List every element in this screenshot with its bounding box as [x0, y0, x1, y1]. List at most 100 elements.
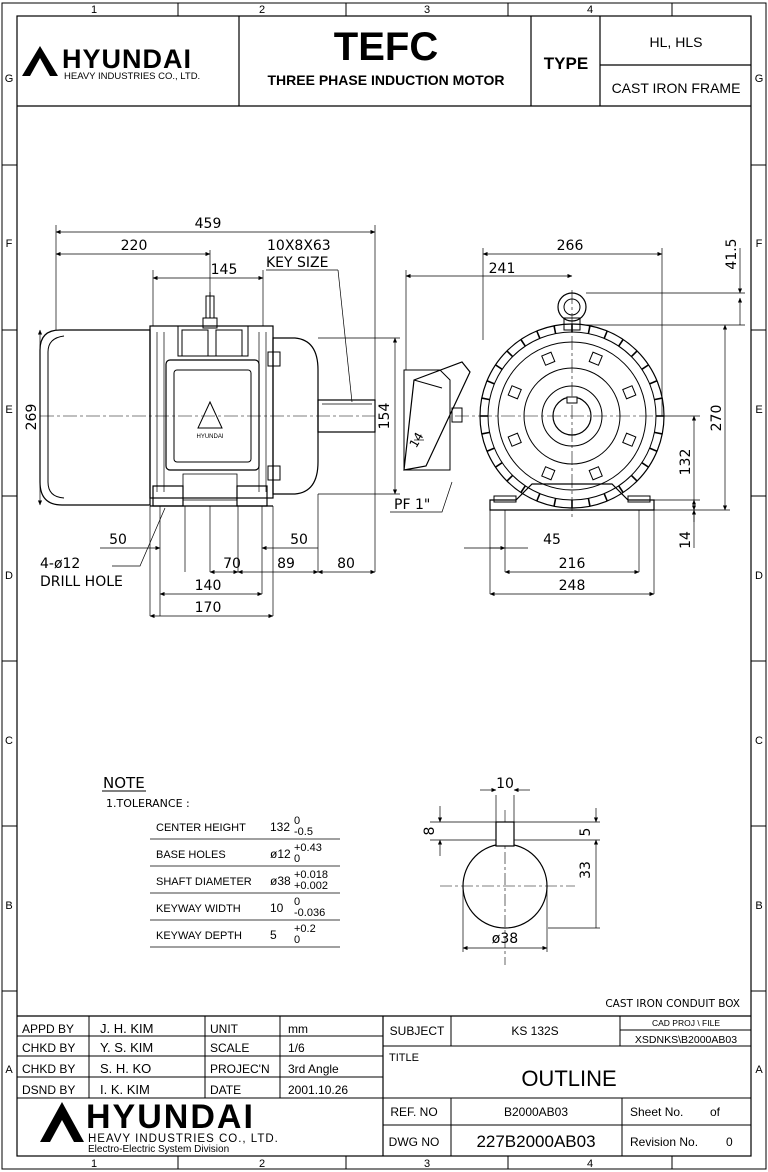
cooling-fin: [630, 474, 638, 482]
tolerance-upper: +0.018: [294, 869, 328, 881]
tolerance-upper: 0: [294, 815, 300, 827]
dim-overall-length: 459: [195, 216, 222, 232]
cooling-fin: [587, 325, 591, 334]
cooling-fin: [630, 350, 638, 358]
cooling-fin: [603, 330, 608, 339]
property-value: 1/6: [288, 1041, 305, 1055]
dim-170: 170: [195, 600, 222, 616]
row-label: D: [5, 570, 13, 582]
signoff-name: S. H. KO: [100, 1061, 151, 1076]
drawing-title: OUTLINE: [521, 1066, 616, 1091]
row-label: E: [755, 404, 762, 416]
tolerance-label: KEYWAY WIDTH: [156, 903, 241, 915]
cooling-fin: [654, 397, 663, 401]
cooling-fin: [486, 447, 495, 452]
shaft-detail-dimensions: [430, 787, 600, 952]
row-label: E: [5, 404, 12, 416]
cooling-fin: [486, 380, 495, 385]
cooling-fin: [481, 397, 490, 401]
property-label: SCALE: [210, 1041, 249, 1055]
bolt-boss: [588, 466, 603, 481]
side-view-dimensions: [37, 225, 400, 619]
keyway-depth: 8: [422, 827, 438, 836]
dim-154: 154: [377, 403, 393, 430]
cooling-fin: [536, 330, 541, 339]
note-title: NOTE: [103, 774, 145, 792]
revision-value: 0: [726, 1135, 733, 1149]
bolt-boss: [507, 432, 522, 447]
cooling-fin: [520, 339, 526, 347]
cooling-fin: [649, 447, 658, 452]
tolerance-upper: +0.43: [294, 842, 322, 854]
tolerance-label: CENTER HEIGHT: [156, 822, 246, 834]
dim-266: 266: [557, 238, 584, 254]
property-label: PROJEC'N: [210, 1062, 270, 1076]
dim-50-right: 50: [290, 532, 308, 548]
front-view-fins: [480, 324, 664, 508]
dwg-label: DWG NO: [389, 1135, 440, 1149]
signoff-role: DSND BY: [22, 1083, 75, 1097]
tolerance-label: SHAFT DIAMETER: [156, 876, 252, 888]
tolerance-nominal: 5: [270, 928, 277, 942]
signoff-role: CHKD BY: [22, 1041, 75, 1055]
row-label: B: [755, 900, 762, 912]
cooling-fin: [649, 380, 658, 385]
dim-41-5: 41.5: [724, 238, 740, 269]
title-block-division: Electro-Electric System Division: [88, 1144, 229, 1155]
cooling-fin: [654, 431, 663, 435]
keyway-width: 10: [496, 776, 514, 792]
subject-value: KS 132S: [511, 1024, 558, 1038]
header-brand-sub: HEAVY INDUSTRIES CO., LTD.: [64, 71, 200, 82]
side-view: HYUNDAI: [39, 292, 376, 507]
cooling-fin: [618, 485, 624, 493]
signoff-role: APPD BY: [22, 1022, 74, 1036]
front-view: [403, 290, 665, 520]
row-label: A: [755, 1064, 763, 1076]
frame-value: CAST IRON FRAME: [612, 80, 741, 96]
cooling-fin: [553, 498, 557, 507]
dim-89: 89: [277, 556, 295, 572]
title-block-brand: HYUNDAI: [86, 1098, 255, 1136]
tolerance-nominal: ø38: [270, 874, 291, 888]
row-label: G: [5, 73, 14, 85]
row-label: F: [6, 238, 13, 250]
dim-216: 216: [559, 556, 586, 572]
col-label: 4: [587, 4, 593, 16]
cooling-fin: [495, 364, 503, 370]
signoff-name: J. H. KIM: [100, 1021, 153, 1036]
signoff-role: CHKD BY: [22, 1062, 75, 1076]
property-value: 2001.10.26: [288, 1083, 348, 1097]
cooling-fin: [641, 364, 649, 370]
dim-220: 220: [121, 238, 148, 254]
signoff-name: I. K. KIM: [100, 1082, 150, 1097]
key-size-label: KEY SIZE: [266, 255, 328, 271]
tolerance-label: KEYWAY DEPTH: [156, 930, 242, 942]
bolt-boss: [507, 385, 522, 400]
tolerance-nominal: ø12: [270, 847, 291, 861]
cooling-fin: [495, 462, 503, 468]
row-label: B: [5, 900, 12, 912]
tolerance-lower: -0.036: [294, 907, 325, 919]
revision-label: Revision No.: [630, 1135, 698, 1149]
conduit-box-note: CAST IRON CONDUIT BOX: [605, 998, 740, 1010]
cooling-fin: [481, 431, 490, 435]
dim-50-left: 50: [109, 532, 127, 548]
key-size-value: 10X8X63: [267, 238, 331, 254]
cooling-fin: [506, 474, 514, 482]
border-labels: 1 2 3 4 1 2 3 4 G F E D C B A G F E D C …: [5, 4, 764, 1170]
svg-text:HYUNDAI: HYUNDAI: [196, 434, 223, 440]
col-label: 3: [424, 4, 430, 16]
tolerance-lower: +0.002: [294, 880, 328, 892]
subject-label: SUBJECT: [390, 1024, 445, 1038]
property-label: UNIT: [210, 1022, 239, 1036]
header-block: HYUNDAI HEAVY INDUSTRIES CO., LTD. TEFC …: [17, 16, 751, 107]
header-brand: HYUNDAI: [62, 44, 192, 74]
dim-14-foot: 14: [678, 531, 694, 549]
dwg-number: 227B2000AB03: [476, 1132, 595, 1151]
property-value: 3rd Angle: [288, 1062, 339, 1076]
